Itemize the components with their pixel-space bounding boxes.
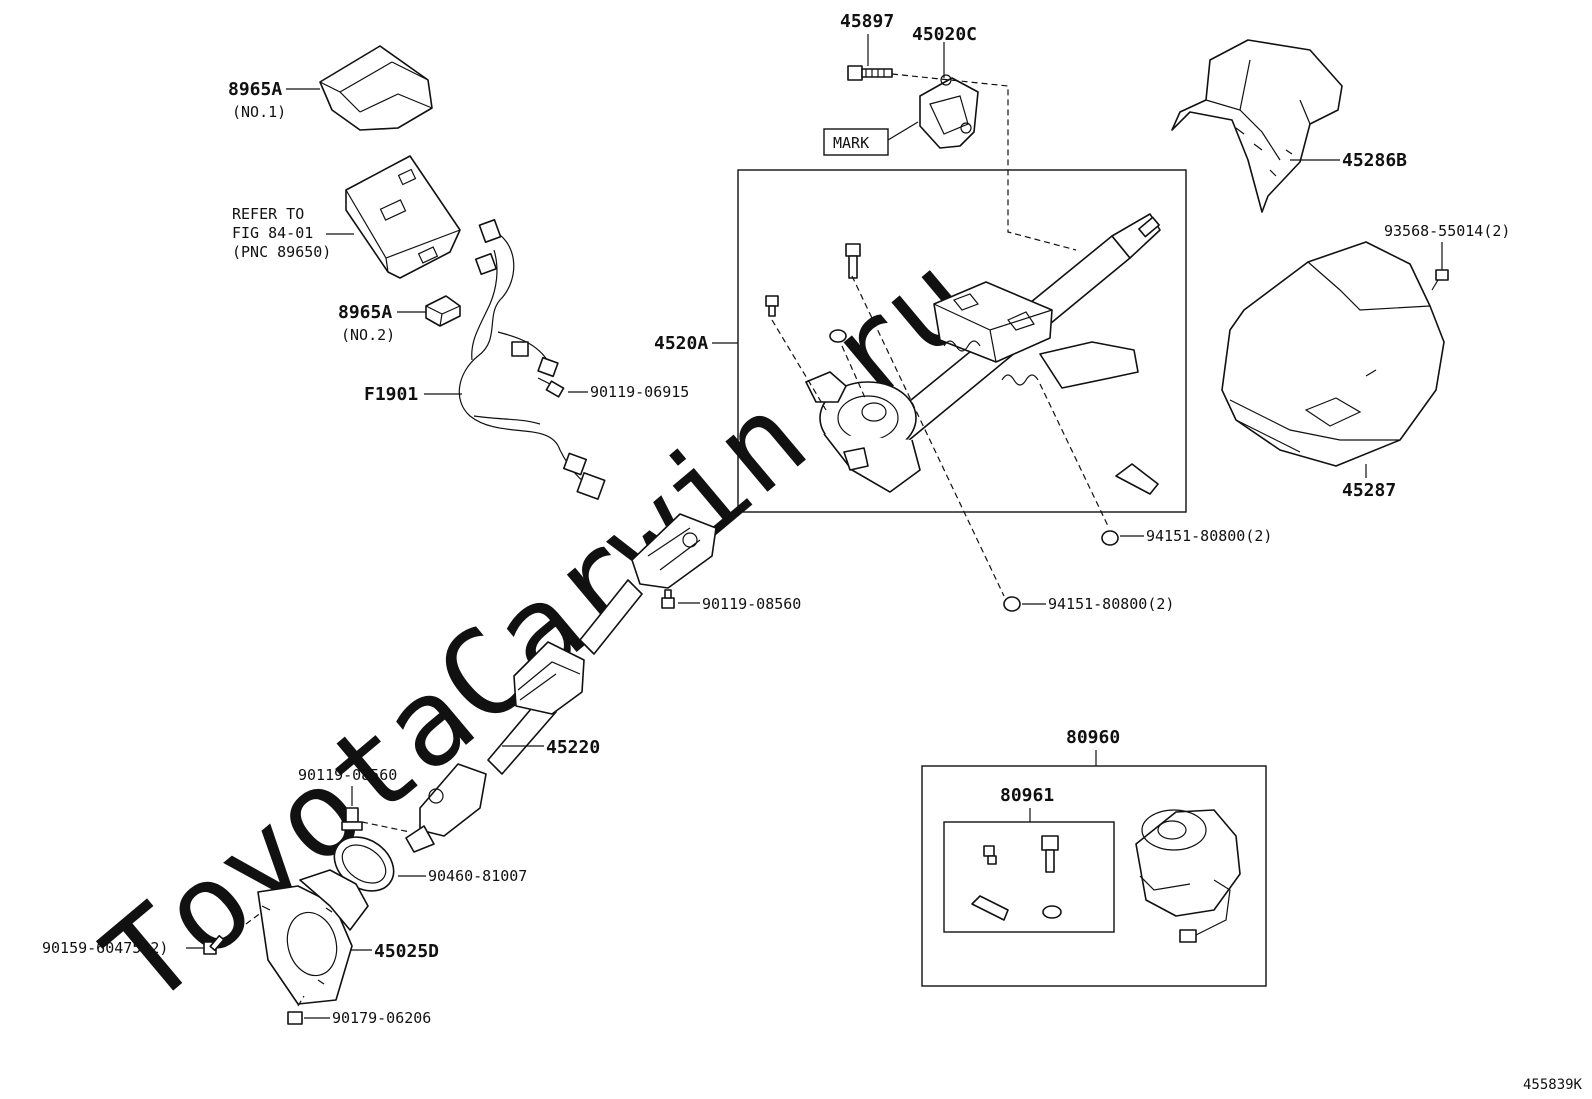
- label-45025d[interactable]: 45025D: [374, 941, 439, 962]
- label-94151-80800-b[interactable]: 94151-80800(2): [1048, 595, 1174, 613]
- box-4520a: [737, 169, 1187, 513]
- ring-90460-81007-drawing: [333, 836, 395, 892]
- label-45897[interactable]: 45897: [840, 11, 894, 32]
- mark-box: [823, 128, 889, 156]
- part-8965a-no2-drawing: [425, 295, 461, 327]
- plate-45025d-drawing: [257, 869, 369, 1005]
- bolt-90159-60475-drawing: [203, 934, 225, 955]
- label-f1901[interactable]: F1901: [364, 384, 418, 405]
- label-90119-08560-b[interactable]: 90119-08560: [298, 766, 397, 784]
- nut-94151-b-drawing: [1003, 596, 1021, 612]
- label-90179-06206[interactable]: 90179-06206: [332, 1009, 431, 1027]
- label-45220[interactable]: 45220: [546, 737, 600, 758]
- label-refer-fig[interactable]: FIG 84-01: [232, 224, 313, 242]
- bolt-90119-06915-drawing: [537, 377, 565, 398]
- label-80960[interactable]: 80960: [1066, 727, 1120, 748]
- intermediate-shaft-45220-drawing: [405, 513, 717, 853]
- label-45287[interactable]: 45287: [1342, 480, 1396, 501]
- label-refer-to: REFER TO: [232, 205, 304, 223]
- box-80961: [943, 821, 1115, 933]
- label-8965a-no1[interactable]: 8965A: [228, 79, 282, 100]
- wire-harness-f1901-drawing: [458, 219, 606, 500]
- nut-94151-a-drawing: [1101, 530, 1119, 546]
- bolt-45897-drawing: [847, 65, 893, 81]
- kit-80961-parts-drawing: [971, 835, 1062, 921]
- label-4520a[interactable]: 4520A: [654, 333, 708, 354]
- ecu-module-drawing: [345, 155, 461, 279]
- label-90159-60475[interactable]: 90159-60475(2): [42, 939, 168, 957]
- label-refer-pnc: (PNC 89650): [232, 243, 331, 261]
- label-no1: (NO.1): [232, 103, 286, 121]
- diagram-reference-code: 455839K: [1522, 1077, 1582, 1093]
- label-90119-08560-a[interactable]: 90119-08560: [702, 595, 801, 613]
- label-80961[interactable]: 80961: [1000, 785, 1054, 806]
- screw-93568-55014-drawing: [1431, 269, 1449, 291]
- bolt-90119-08560-a-drawing: [661, 589, 675, 609]
- cover-45287-drawing: [1221, 241, 1445, 467]
- label-93568-55014[interactable]: 93568-55014(2): [1384, 222, 1510, 240]
- steering-lock-80960-drawing: [1135, 809, 1241, 943]
- label-45286b[interactable]: 45286B: [1342, 150, 1407, 171]
- steering-column-4520a-drawing: [765, 213, 1161, 495]
- label-8965a-no2[interactable]: 8965A: [338, 302, 392, 323]
- bracket-45020c-drawing: [919, 74, 979, 149]
- box-80960: [921, 765, 1267, 987]
- label-90460-81007[interactable]: 90460-81007: [428, 867, 527, 885]
- label-45020c[interactable]: 45020C: [912, 24, 977, 45]
- label-mark: MARK: [833, 134, 869, 152]
- nut-90179-06206-drawing: [287, 1011, 303, 1025]
- bolt-90119-08560-b-drawing: [341, 807, 363, 831]
- cover-45286b-drawing: [1171, 39, 1343, 213]
- label-no2: (NO.2): [341, 326, 395, 344]
- part-8965a-no1-drawing: [319, 45, 433, 131]
- label-94151-80800-a[interactable]: 94151-80800(2): [1146, 527, 1272, 545]
- watermark: ToyotaCarwin.ru: [79, 229, 999, 1032]
- label-90119-06915[interactable]: 90119-06915: [590, 383, 689, 401]
